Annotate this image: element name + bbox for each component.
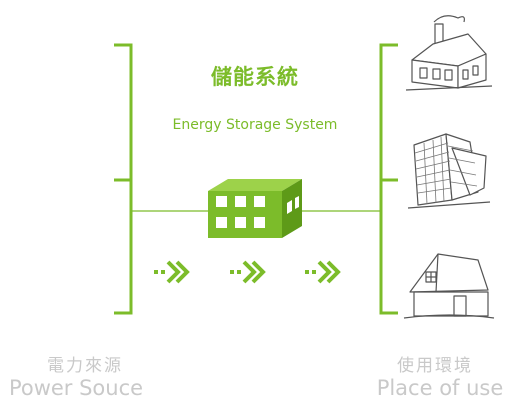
flow-arrow-icon	[305, 260, 341, 284]
house-icon	[403, 253, 495, 319]
flow-arrow-icon	[230, 260, 266, 284]
power-source-label-zh: 電力來源	[47, 356, 123, 376]
office-building-icon	[407, 133, 491, 209]
right-bracket	[379, 43, 398, 315]
factory-icon	[405, 15, 493, 91]
flow-arrow-icon	[154, 260, 190, 284]
flow-arrows	[154, 260, 341, 284]
place-of-use-label-zh: 使用環境	[397, 356, 473, 376]
storage-box-icon	[208, 179, 302, 238]
power-source-label-en: Power Souce	[8, 376, 144, 400]
left-bracket	[114, 43, 133, 315]
system-title-zh: 儲能系統	[211, 65, 299, 89]
system-title-en: Energy Storage System	[172, 117, 338, 133]
place-of-use-label-en: Place of use	[376, 376, 504, 400]
